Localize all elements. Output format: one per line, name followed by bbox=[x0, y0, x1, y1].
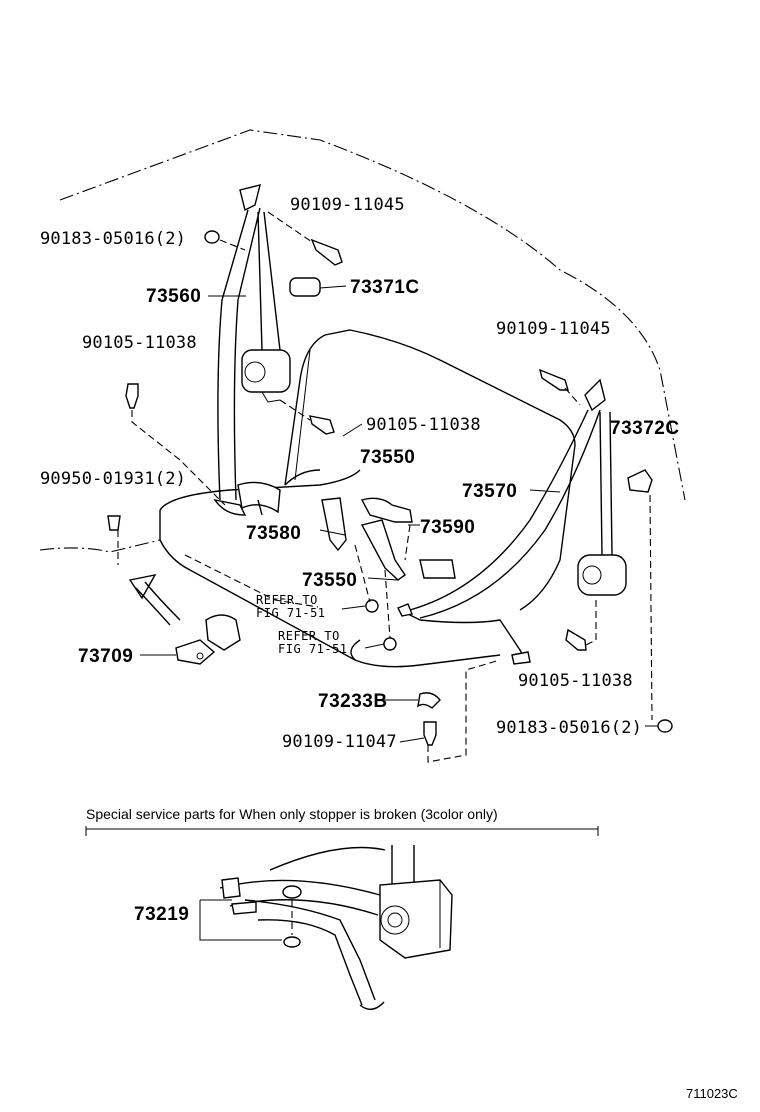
label-90183-05016-a: 90183-05016(2) bbox=[40, 229, 186, 249]
label-90183-05016-b: 90183-05016(2) bbox=[496, 718, 642, 738]
anchor-73709 bbox=[128, 574, 241, 665]
dashed-leaders bbox=[117, 211, 653, 763]
label-73550-b: 73550 bbox=[302, 570, 357, 591]
part-labels: 90109-11045 90183-05016(2) 73560 73371C … bbox=[40, 195, 680, 752]
label-90105-11038-b: 90105-11038 bbox=[366, 415, 481, 435]
label-73371c: 73371C bbox=[350, 277, 420, 298]
label-leaders bbox=[140, 285, 658, 743]
label-90109-11047: 90109-11047 bbox=[282, 732, 397, 752]
body-outline bbox=[39, 129, 686, 553]
label-90109-11045-b: 90109-11045 bbox=[496, 319, 611, 339]
left-seat-belt-73560 bbox=[213, 184, 291, 516]
refer-to-1-line2: FIG 71-51 bbox=[256, 606, 326, 620]
label-73570: 73570 bbox=[462, 481, 517, 502]
label-73550-a: 73550 bbox=[360, 447, 415, 468]
buckle-73580 bbox=[237, 481, 281, 516]
buckles-73550-73590 bbox=[321, 497, 456, 651]
label-73372c: 73372C bbox=[610, 418, 680, 439]
right-seat-belt-73570 bbox=[397, 378, 627, 665]
label-73709: 73709 bbox=[78, 646, 133, 667]
figure-id: 711023C bbox=[686, 1086, 738, 1101]
label-73590: 73590 bbox=[420, 517, 475, 538]
label-73580: 73580 bbox=[246, 523, 301, 544]
hardware bbox=[107, 230, 673, 746]
label-73233b: 73233B bbox=[318, 691, 388, 712]
label-90105-11038-a: 90105-11038 bbox=[82, 333, 197, 353]
refer-to-1-line1: REFER TO bbox=[256, 593, 318, 607]
label-90950-01931: 90950-01931(2) bbox=[40, 469, 186, 489]
refer-to-2-line2: FIG 71-51 bbox=[278, 642, 348, 656]
special-service-note: Special service parts for When only stop… bbox=[86, 806, 498, 822]
label-90105-11038-c: 90105-11038 bbox=[518, 671, 633, 691]
label-90109-11045-a: 90109-11045 bbox=[290, 195, 405, 215]
label-73219: 73219 bbox=[134, 904, 189, 925]
special-service-section: Special service parts for When only stop… bbox=[85, 806, 599, 1010]
refer-to-2-line1: REFER TO bbox=[278, 629, 340, 643]
label-73560: 73560 bbox=[146, 286, 201, 307]
